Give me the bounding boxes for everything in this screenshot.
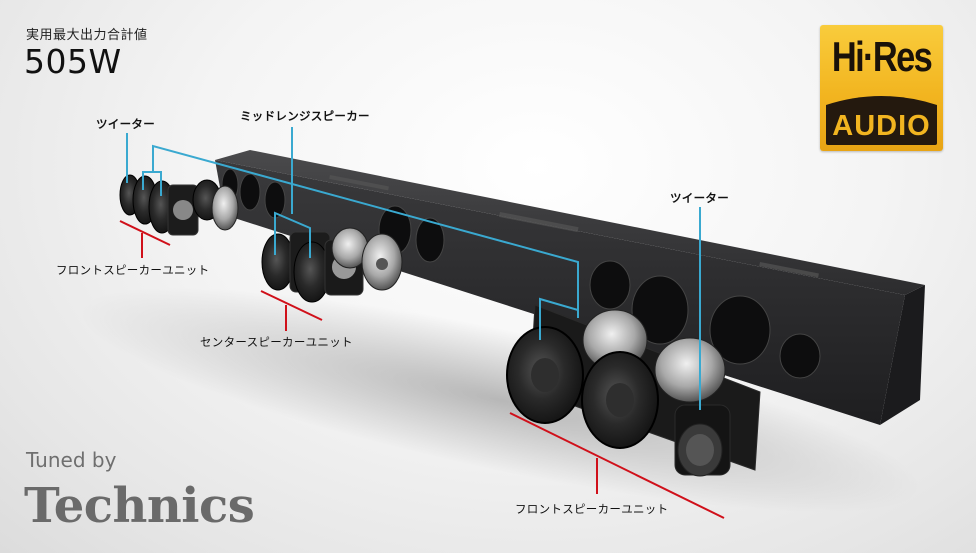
callout-front-unit-left: フロントスピーカーユニット	[56, 263, 210, 277]
hi-res-badge-top-text: Hi·Res	[831, 33, 933, 80]
hi-res-audio-badge: Hi·Res AUDIO	[820, 25, 943, 151]
left-front-speaker-unit	[119, 174, 239, 236]
soundbar-end-cap	[880, 285, 925, 425]
center-speaker-unit	[261, 227, 403, 303]
hi-res-badge-dark-panel: AUDIO	[826, 91, 937, 145]
callout-midrange-speaker: ミッドレンジスピーカー	[240, 109, 370, 123]
soundbar-top	[215, 150, 925, 295]
technics-logo: Technics	[24, 478, 255, 534]
output-spec-label: 実用最大出力合計値	[26, 28, 148, 43]
group-lines	[119, 220, 725, 519]
callout-tweeter-right: ツイーター	[670, 191, 729, 205]
hi-res-badge-bottom-text: AUDIO	[832, 110, 931, 142]
output-spec-value: 505W	[24, 42, 122, 81]
callout-lines	[126, 127, 701, 410]
tuned-by-text: Tuned by	[26, 448, 117, 472]
callout-front-unit-right: フロントスピーカーユニット	[515, 502, 669, 516]
callout-center-unit: センタースピーカーユニット	[200, 335, 353, 349]
right-front-speaker-unit	[506, 304, 761, 477]
callout-tweeter-left: ツイーター	[96, 117, 155, 131]
